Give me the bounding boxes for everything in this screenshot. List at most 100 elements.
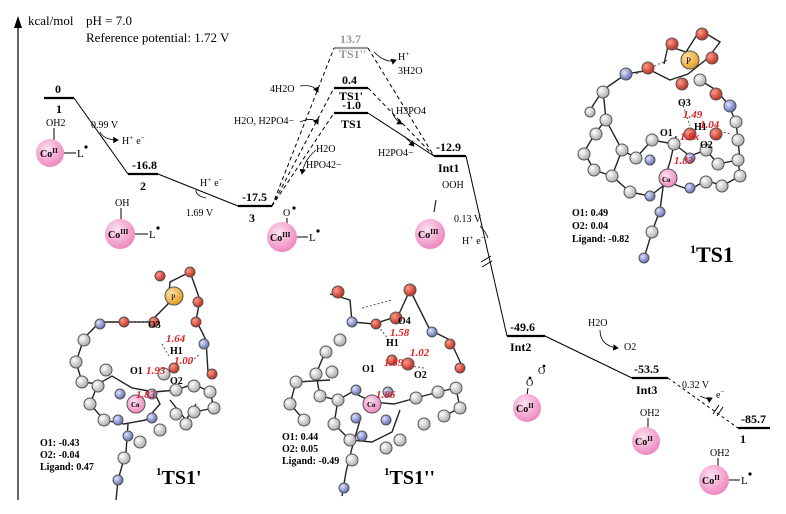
state-label-2: 2 <box>140 179 146 193</box>
svg-text:O2: O2 <box>700 140 713 151</box>
ligand-oo-int2-b: O <box>538 366 545 377</box>
energy-ts1p: 0.4 <box>342 73 357 87</box>
state-label-ts1pp: TS1'' <box>339 47 366 61</box>
distance-o3-h1: 1.64 <box>166 333 186 345</box>
energy-int1: -12.9 <box>436 140 461 154</box>
svg-text:O3: O3 <box>148 320 161 331</box>
co-sphere-2 <box>105 219 135 249</box>
water-top: 4H2O <box>270 84 294 95</box>
o2-out: O2 <box>624 342 636 353</box>
potential-int3-end: 0.32 V <box>682 380 710 391</box>
svg-text:O1: O1 <box>362 364 375 375</box>
ligand-oo-int2-a: O <box>526 378 533 389</box>
energy-2: -16.8 <box>132 158 157 172</box>
distance-h1-o2: 1.04 <box>700 119 720 131</box>
energy-int2: -49.6 <box>510 320 535 334</box>
svg-text:O1: O1 <box>660 128 673 139</box>
svg-text:L: L <box>77 148 84 160</box>
svg-text:Co: Co <box>131 401 140 409</box>
distance-o4-h1: 1.58 <box>390 327 410 339</box>
svg-text:O1: 0.49: O1: 0.49 <box>572 208 608 219</box>
reference-potential-label: Reference potential: 1.72 V <box>86 30 230 45</box>
svg-text:CoIII: CoIII <box>270 231 291 244</box>
svg-text:O4: O4 <box>398 316 411 327</box>
svg-text:Co: Co <box>662 176 671 184</box>
svg-text:P: P <box>686 56 691 66</box>
ligand-oh2-int3: OH2 <box>640 408 659 419</box>
co-sphere-3 <box>267 222 297 252</box>
distance-h1-o2: 1.00 <box>174 355 194 367</box>
svg-text:L: L <box>741 475 748 487</box>
ligand-o-3: O <box>283 208 290 219</box>
state-label-3: 3 <box>249 211 255 225</box>
svg-text:H1: H1 <box>170 346 183 357</box>
state-label-ts1: TS1 <box>341 117 362 131</box>
state-label-int3: Int3 <box>636 383 657 397</box>
state-label-1: 1 <box>56 102 62 116</box>
svg-text:Ligand: -0.49: Ligand: -0.49 <box>282 456 339 467</box>
energy-ts1: -1.0 <box>342 98 361 112</box>
y-axis-arrow <box>14 16 22 28</box>
distance-o1-o2: 1.89 <box>384 357 404 369</box>
energy-1-end: -85.7 <box>741 412 766 426</box>
svg-text:O2: 0.04: O2: 0.04 <box>572 221 608 232</box>
svg-text:H1: H1 <box>386 338 399 349</box>
ligand-oh2-end: OH2 <box>710 448 729 459</box>
svg-text:CoII: CoII <box>40 147 58 160</box>
svg-text:P: P <box>171 293 176 302</box>
svg-text:O2: -0.04: O2: -0.04 <box>40 450 79 461</box>
co-sphere-int3 <box>632 427 660 455</box>
energy-1: 0 <box>55 82 61 96</box>
state-label-ts1p: TS1' <box>339 89 363 103</box>
state-label-1-end: 1 <box>740 432 746 446</box>
svg-text:H+e−: H+e− <box>200 176 223 189</box>
distance-o1-o2: 1.93 <box>146 365 166 377</box>
svg-text:L: L <box>149 229 156 241</box>
energy-3: -17.5 <box>242 190 267 204</box>
water-low: H2O <box>316 144 335 155</box>
co-sphere-int1 <box>415 219 445 249</box>
structure-ts1pp-title: 1TS1'' <box>384 466 435 489</box>
svg-text:CoII: CoII <box>702 474 720 487</box>
ph-label: pH = 7.0 <box>86 13 132 28</box>
co-sphere-1 <box>36 139 64 167</box>
water-int2: H2O <box>588 318 607 329</box>
svg-text:O1: O1 <box>130 366 143 377</box>
structure-ts1p: P O3 H1 O1 O2 Co <box>40 266 221 501</box>
structure-ts1: P O3 H1 O1 O2 <box>572 27 747 267</box>
structure-ts1-title: 1TS1 <box>690 242 734 267</box>
distance-o3-h1: 1.49 <box>683 109 703 121</box>
structure-ts1p-title: 1TS1' <box>156 466 202 489</box>
svg-text:H+: H+ <box>398 50 409 63</box>
svg-text:Co: Co <box>367 401 376 409</box>
svg-text:O2: O2 <box>170 376 183 387</box>
ligand-ooh-int1: OOH <box>442 180 464 191</box>
energy-int3: -53.5 <box>634 362 659 376</box>
ts1pp-water-out: 3H2O <box>398 66 422 77</box>
distance-co-o1: 1.86 <box>376 389 396 401</box>
co-sphere-end <box>699 465 729 495</box>
svg-text:CoIII: CoIII <box>108 228 129 241</box>
svg-text:O1: -0.43: O1: -0.43 <box>40 438 79 449</box>
potential-int1-int2: 0.13 V <box>454 214 482 225</box>
svg-text:CoII: CoII <box>516 402 534 415</box>
potential-2-3: 1.69 V <box>186 208 214 219</box>
ligand-oh-2: OH <box>115 198 129 209</box>
svg-text:O1: 0.44: O1: 0.44 <box>282 432 318 443</box>
co-sphere-int2 <box>513 394 541 422</box>
energy-ts1pp: 13.7 <box>340 32 361 46</box>
structure-ts1pp: O4 H1 O1 O2 Co 1.58 1.02 1.89 1.86 O1: 0… <box>282 283 467 497</box>
svg-text:Ligand: -0.82: Ligand: -0.82 <box>572 234 629 245</box>
svg-text:H1: H1 <box>694 122 707 133</box>
energy-levels <box>44 46 770 430</box>
y-axis-unit: kcal/mol <box>28 13 74 28</box>
ligand-oh2-1: OH2 <box>46 118 65 129</box>
svg-text:CoII: CoII <box>635 435 653 448</box>
svg-text:O2: 0.05: O2: 0.05 <box>282 444 318 455</box>
state-label-int1: Int1 <box>438 161 459 175</box>
svg-text:H+e−: H+e− <box>122 134 145 147</box>
distance-co-o1: 1.83 <box>136 389 156 401</box>
svg-text:H+e−: H+e− <box>462 234 485 247</box>
water-mid: H2O, H2PO4− <box>234 116 294 127</box>
